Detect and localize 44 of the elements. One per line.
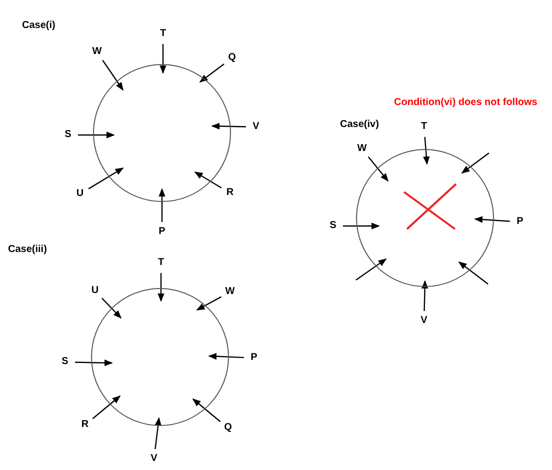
point-label: Q — [228, 53, 236, 63]
point-label: S — [64, 130, 72, 140]
arrow — [474, 216, 510, 223]
point-label: S — [62, 357, 68, 367]
arrow — [88, 167, 124, 190]
arrow — [102, 298, 122, 319]
case-heading: Case(iv) — [340, 120, 379, 130]
arrow — [74, 359, 113, 366]
note-text: Condition(vi) does not follows — [394, 98, 538, 108]
arrow — [199, 64, 224, 82]
point-label: W — [225, 287, 235, 297]
arrow — [356, 258, 387, 280]
point-label: S — [330, 221, 336, 231]
case-heading: Case(i) — [22, 21, 56, 31]
arrow — [458, 262, 488, 284]
arrow — [154, 417, 162, 450]
arrow — [343, 222, 380, 230]
arrow — [194, 171, 222, 188]
point-label: R — [81, 420, 89, 430]
arrow — [196, 296, 222, 311]
point-label: W — [92, 47, 102, 57]
point-label: U — [91, 286, 99, 296]
case-heading: Case(iii) — [8, 245, 47, 255]
point-label: U — [76, 189, 84, 199]
point-label: P — [516, 217, 524, 227]
arrow — [92, 395, 121, 420]
point-label: W — [357, 144, 367, 154]
arrow — [158, 188, 166, 222]
arrow — [102, 60, 124, 91]
arrow — [211, 122, 246, 130]
point-label: P — [250, 353, 258, 363]
point-label: V — [150, 454, 158, 464]
arrow — [192, 398, 221, 422]
arrow — [461, 152, 490, 174]
point-label: P — [158, 227, 166, 237]
point-label: T — [420, 122, 428, 132]
point-label: T — [160, 29, 166, 39]
point-label: R — [226, 188, 234, 198]
arrow — [160, 44, 166, 74]
point-label: Q — [224, 423, 232, 433]
point-label: V — [420, 316, 428, 326]
point-label: T — [158, 258, 164, 268]
point-label: V — [252, 122, 260, 132]
arrow — [421, 280, 428, 312]
